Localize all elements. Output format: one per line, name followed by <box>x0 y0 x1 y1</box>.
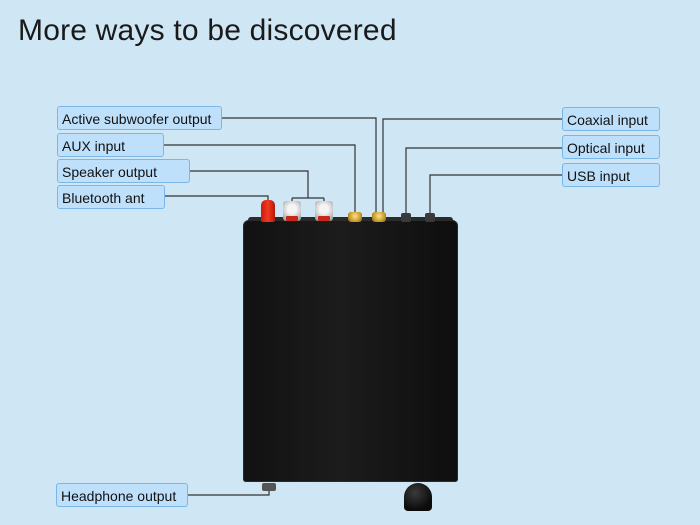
label-bluetooth: Bluetooth ant <box>57 185 165 209</box>
label-subwoofer: Active subwoofer output <box>57 106 222 130</box>
usb-port <box>425 213 435 222</box>
label-speaker: Speaker output <box>57 159 190 183</box>
volume-knob <box>404 483 432 511</box>
subwoofer-leader <box>222 117 377 214</box>
page-title: More ways to be discovered <box>18 14 397 47</box>
label-headphone: Headphone output <box>56 483 188 507</box>
label-aux: AUX input <box>57 133 164 157</box>
aux-leader <box>164 144 356 214</box>
label-coaxial: Coaxial input <box>562 107 660 131</box>
optical-leader <box>405 147 562 215</box>
label-optical: Optical input <box>562 135 660 159</box>
headphone-jack <box>262 483 276 491</box>
label-usb: USB input <box>562 163 660 187</box>
bluetooth-leader <box>165 195 269 202</box>
usb-leader <box>429 174 562 217</box>
aux-jack <box>348 212 362 222</box>
speaker-terminal-left <box>283 201 301 221</box>
speaker-leader <box>190 170 309 198</box>
amplifier-body <box>243 220 458 482</box>
headphone-leader <box>188 489 270 496</box>
speaker-terminal-right <box>315 201 333 221</box>
coaxial-jack <box>372 212 386 222</box>
optical-port <box>401 213 411 222</box>
coaxial-leader <box>382 118 562 214</box>
bluetooth-antenna <box>261 200 275 222</box>
